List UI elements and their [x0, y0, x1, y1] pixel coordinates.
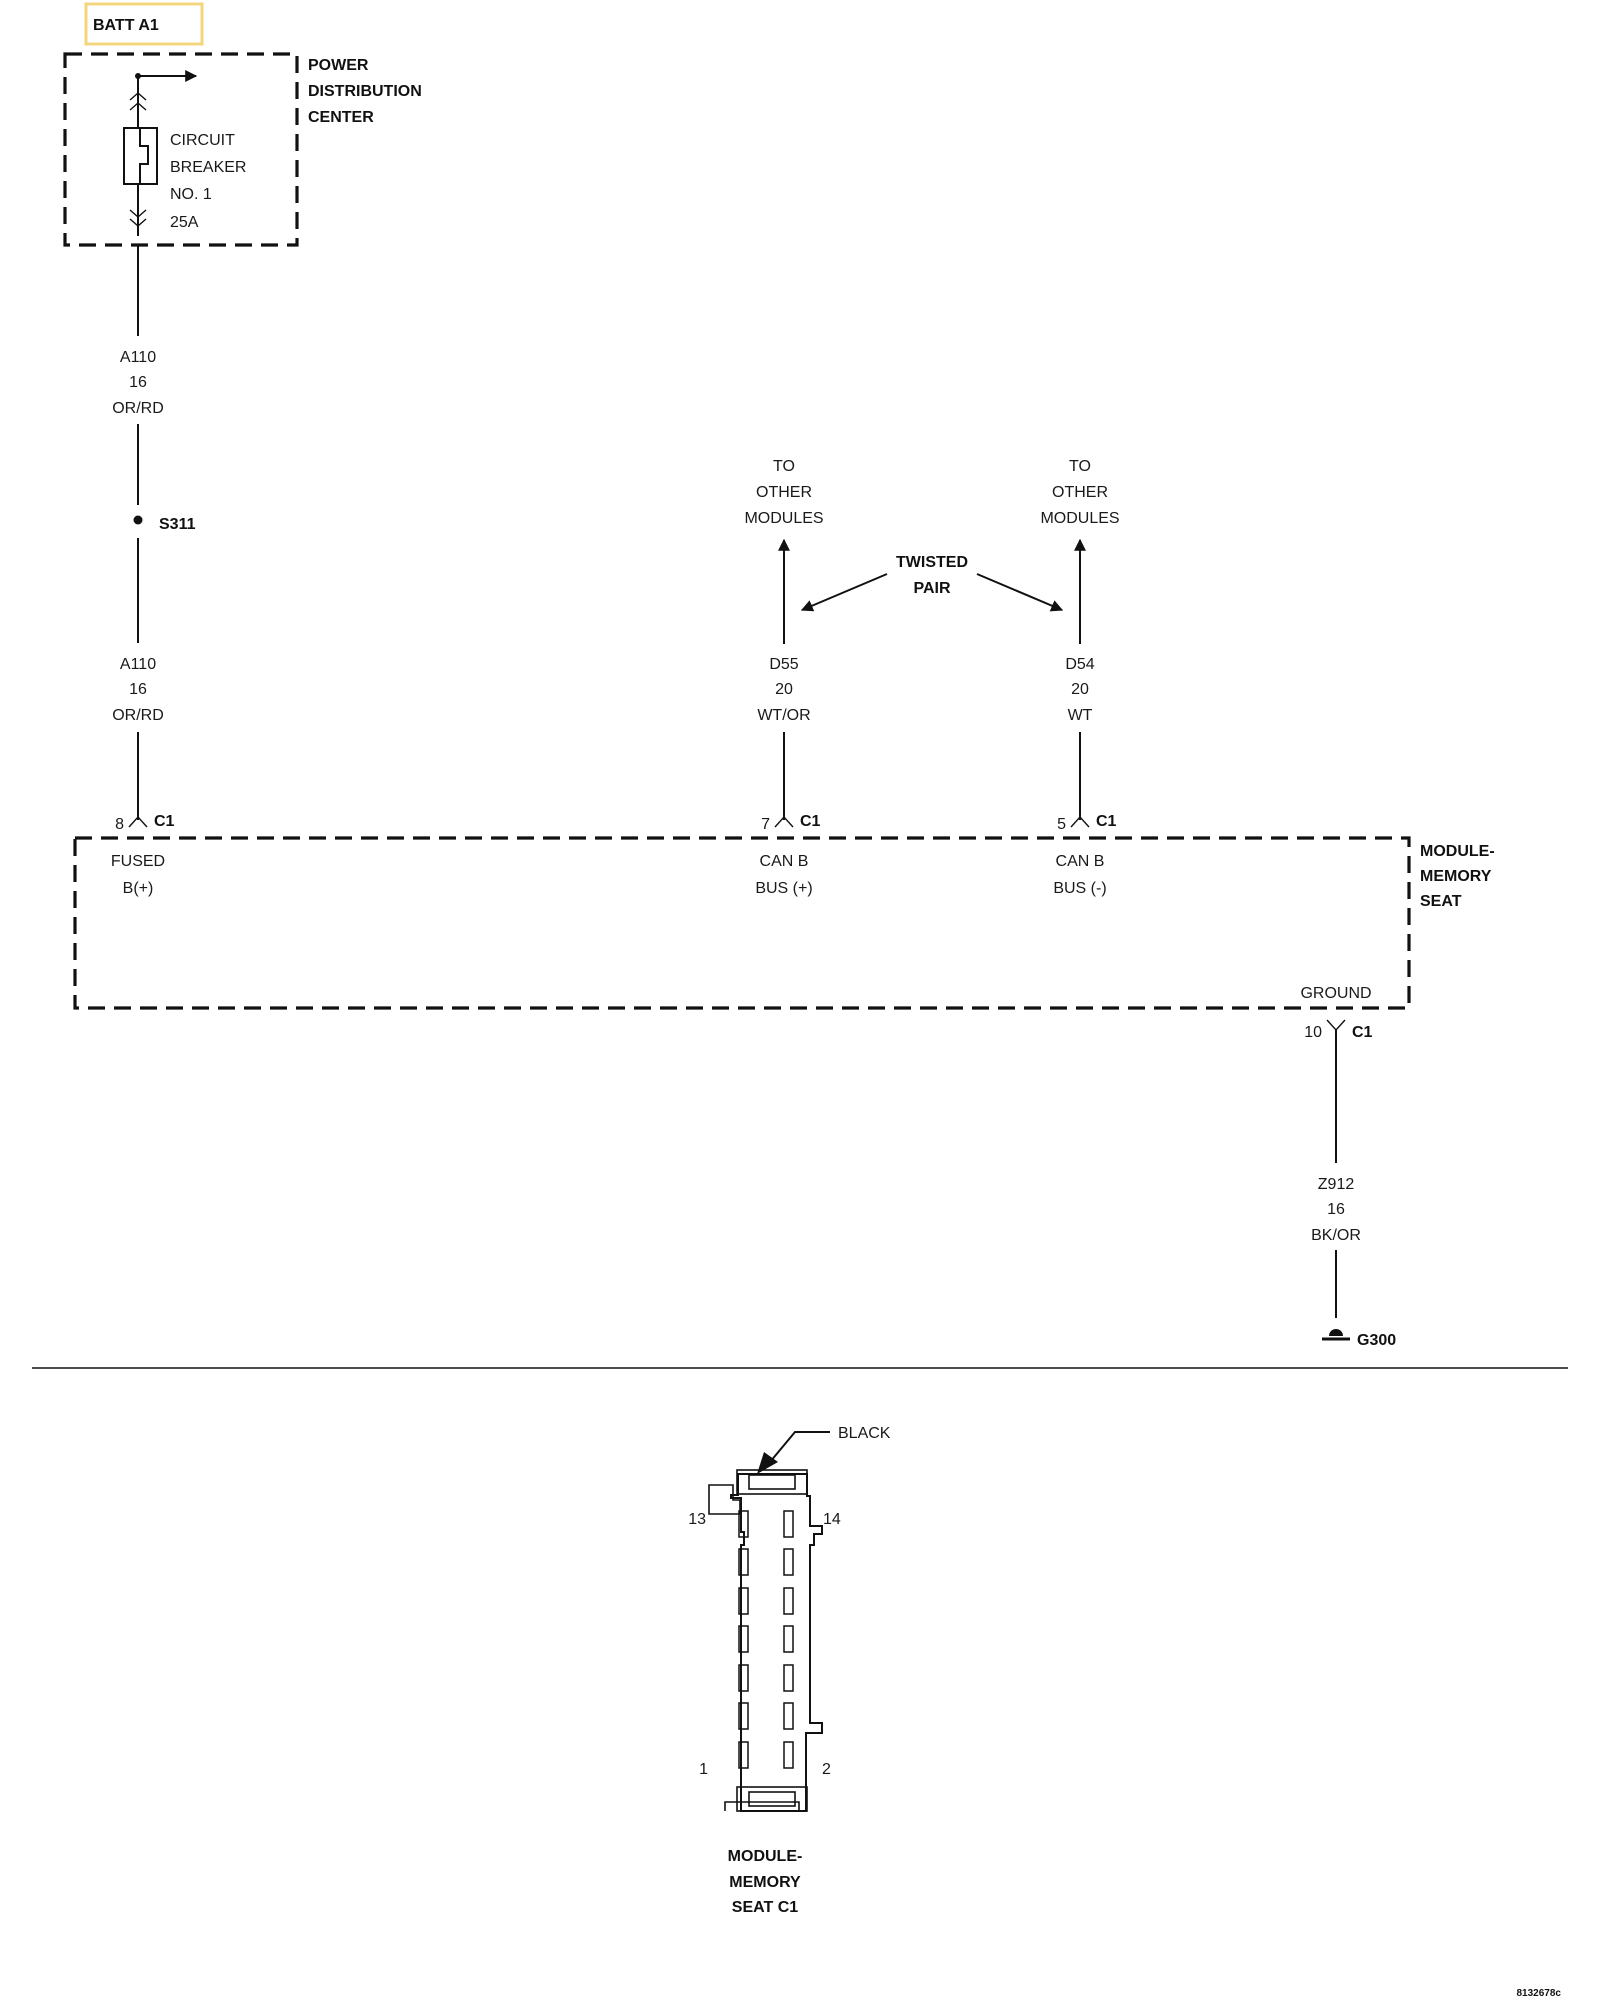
- twisted-pair-right-arrow-icon: [976, 573, 1064, 612]
- d55-gauge: 20: [775, 681, 793, 698]
- pin-fused-connector-icon: [128, 815, 148, 828]
- color-callout-arrow-icon: [757, 1452, 778, 1474]
- pdc-connector-lower-chevron: [129, 209, 147, 227]
- d55-to-line2: OTHER: [756, 484, 812, 501]
- module-title-line1: MODULE-: [1420, 843, 1495, 860]
- connector-latch-bottom: [724, 1801, 800, 1811]
- module-title-line2: MEMORY: [1420, 868, 1492, 885]
- connector-bottom-key: [748, 1791, 796, 1807]
- twisted-pair-annotation: TWISTED PAIR: [800, 554, 1064, 612]
- breaker-element: [139, 128, 149, 184]
- source-label: BATT A1: [93, 17, 159, 34]
- pin-can-plus-connector: C1: [800, 813, 821, 830]
- z912-color: BK/OR: [1311, 1227, 1361, 1244]
- wire-d54: TO OTHER MODULES D54 20 WT: [1040, 458, 1120, 820]
- pdc-title-line1: POWER: [308, 57, 369, 74]
- figure-id: 8132678c: [1517, 1988, 1562, 1999]
- cavity-label-bottom-right: 2: [822, 1761, 831, 1778]
- a110-lower-gauge: 16: [129, 681, 147, 698]
- color-callout-leader: [769, 1431, 830, 1463]
- pin-can-minus-number: 5: [1057, 816, 1066, 833]
- pin-fused: 8 C1 FUSED B(+): [111, 813, 175, 897]
- d55-to-line3: MODULES: [744, 510, 823, 527]
- pin-can-minus-func-line2: BUS (-): [1053, 880, 1106, 897]
- breaker-label-line3: NO. 1: [170, 186, 212, 203]
- wire-a110: A110 16 OR/RD S311 A110 16 OR/RD: [112, 245, 196, 820]
- connector-caption-line3: SEAT C1: [732, 1899, 798, 1916]
- source-highlight-box: [84, 2, 204, 46]
- connector-c1-view: 13 14 1 2 BLACK MODULE- MEMORY SEAT C1: [688, 1425, 891, 1916]
- connector-latch-top-right: [708, 1484, 741, 1515]
- d54-color: WT: [1068, 707, 1093, 724]
- pin-ground-connector-icon: [1326, 1019, 1346, 1032]
- d54-to-line2: OTHER: [1052, 484, 1108, 501]
- pin-can-minus-func-line1: CAN B: [1056, 853, 1105, 870]
- a110-upper-gauge: 16: [129, 374, 147, 391]
- z912-gauge: 16: [1327, 1201, 1345, 1218]
- breaker-label-line4: 25A: [170, 214, 199, 231]
- connector-caption-line1: MODULE-: [728, 1848, 803, 1865]
- pin-ground-number: 10: [1304, 1024, 1322, 1041]
- d54-circuit: D54: [1065, 656, 1094, 673]
- a110-lower-circuit: A110: [120, 656, 156, 673]
- a110-upper-circuit: A110: [120, 349, 156, 366]
- pin-fused-number: 8: [115, 816, 124, 833]
- twisted-pair-line2: PAIR: [913, 580, 950, 597]
- pin-can-plus-number: 7: [761, 816, 770, 833]
- pin-can-plus-func-line1: CAN B: [760, 853, 809, 870]
- splice-dot-icon: [133, 515, 143, 525]
- pdc-title-line2: DISTRIBUTION: [308, 83, 422, 100]
- a110-upper-color: OR/RD: [112, 400, 164, 417]
- d55-to-line1: TO: [773, 458, 795, 475]
- pdc-title-line3: CENTER: [308, 109, 374, 126]
- wire-d55: TO OTHER MODULES D55 20 WT/OR: [744, 458, 824, 820]
- cavity-label-top-left: 13: [688, 1511, 706, 1528]
- wire-z912: 10 C1 Z912 16 BK/OR G300: [1304, 1019, 1396, 1349]
- d54-to-line3: MODULES: [1040, 510, 1119, 527]
- pin-can-minus-connector-icon: [1070, 815, 1090, 828]
- module-memory-seat: MODULE- MEMORY SEAT GROUND: [73, 836, 1495, 1010]
- splice-label: S311: [159, 516, 196, 533]
- pin-can-minus: 5 C1 CAN B BUS (-): [1053, 813, 1116, 897]
- pin-fused-func-line2: B(+): [123, 880, 154, 897]
- d54-to-line1: TO: [1069, 458, 1091, 475]
- pdc-dashed-outline: [63, 52, 299, 247]
- power-distribution-center: POWER DISTRIBUTION CENTER CIRCUIT BREAKE…: [63, 52, 422, 247]
- pin-can-minus-connector: C1: [1096, 813, 1117, 830]
- connector-color-label: BLACK: [838, 1425, 891, 1442]
- module-title-line3: SEAT: [1420, 893, 1462, 910]
- d54-gauge: 20: [1071, 681, 1089, 698]
- breaker-label-line2: BREAKER: [170, 159, 246, 176]
- connector-body-outline: [730, 1473, 823, 1812]
- connector-top-latch: [736, 1469, 808, 1495]
- connector-top-key: [748, 1474, 796, 1490]
- breaker-label-line1: CIRCUIT: [170, 132, 235, 149]
- d55-color: WT/OR: [757, 707, 810, 724]
- ground-point-label: G300: [1357, 1332, 1396, 1349]
- batt-a1-source: BATT A1: [84, 2, 204, 46]
- connector-cavities: [738, 1510, 794, 1769]
- d55-circuit: D55: [769, 656, 798, 673]
- pin-ground-func: GROUND: [1300, 985, 1371, 1002]
- pdc-connector-upper-chevron: [129, 92, 147, 111]
- twisted-pair-left-arrow-icon: [800, 573, 888, 612]
- a110-lower-color: OR/RD: [112, 707, 164, 724]
- pin-can-plus-func-line2: BUS (+): [755, 880, 812, 897]
- pin-can-plus: 7 C1 CAN B BUS (+): [755, 813, 820, 897]
- cavity-label-bottom-left: 1: [699, 1761, 708, 1778]
- pin-ground-connector: C1: [1352, 1024, 1373, 1041]
- module-dashed-outline: [73, 836, 1411, 1010]
- pin-fused-connector: C1: [154, 813, 175, 830]
- ground-icon: [1322, 1329, 1350, 1341]
- twisted-pair-line1: TWISTED: [896, 554, 968, 571]
- cavity-label-top-right: 14: [823, 1511, 841, 1528]
- connector-bottom-latch: [736, 1786, 808, 1812]
- z912-circuit: Z912: [1318, 1176, 1355, 1193]
- pin-can-plus-connector-icon: [774, 815, 794, 828]
- pin-fused-func-line1: FUSED: [111, 853, 165, 870]
- connector-caption-line2: MEMORY: [729, 1874, 801, 1891]
